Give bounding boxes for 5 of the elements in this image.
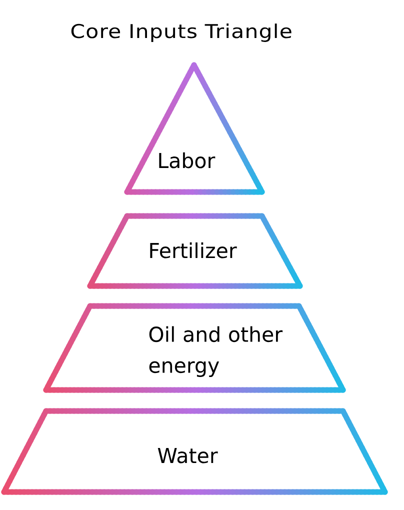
tier-label: Water	[158, 448, 218, 464]
title: Core Inputs Triangle	[71, 24, 292, 42]
tier-label: Oil and other energy	[149, 326, 283, 378]
tier-label: Labor	[159, 152, 216, 168]
tier-label: Fertilizer	[150, 242, 237, 258]
